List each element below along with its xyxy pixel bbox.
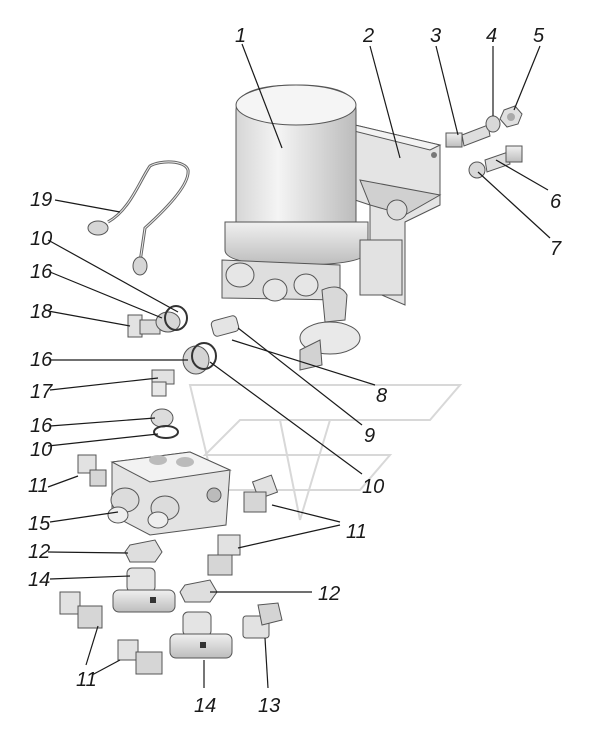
tee-14-bottom — [169, 611, 233, 659]
callout-10-bottom: 10 — [30, 439, 52, 461]
connector-9 — [210, 315, 240, 337]
bolt-3 — [445, 124, 491, 148]
callout-11-bottom: 11 — [76, 669, 97, 691]
callout-11-left: 11 — [28, 475, 49, 497]
callout-17: 17 — [30, 381, 53, 403]
callout-13: 13 — [258, 695, 280, 717]
callout-16-middle: 16 — [30, 349, 53, 371]
tee-14-top — [112, 567, 176, 613]
elbow-11-d — [59, 591, 103, 629]
callout-12-right: 12 — [318, 583, 340, 605]
elbow-11-b — [243, 474, 279, 513]
callout-19: 19 — [30, 189, 52, 211]
elbow-11-c — [207, 534, 241, 576]
callout-6: 6 — [550, 191, 562, 213]
callout-2: 2 — [362, 25, 374, 47]
threaded-fitting-13 — [242, 602, 283, 639]
valve-block-15 — [107, 451, 232, 536]
callout-4: 4 — [486, 25, 497, 47]
gasket-16-top — [155, 311, 181, 333]
elbow-11-e — [117, 639, 163, 675]
bolt-6 — [484, 145, 523, 173]
seal-10-bottom — [153, 425, 179, 439]
washer-4 — [485, 115, 501, 133]
callout-18: 18 — [30, 301, 52, 323]
elbow-11-a — [77, 454, 107, 487]
seal-10-middle — [191, 342, 217, 370]
callout-9: 9 — [364, 425, 375, 447]
callout-1: 1 — [235, 25, 246, 47]
watermark-logo — [188, 384, 463, 521]
callout-16-bottom: 16 — [30, 415, 53, 437]
nut-5 — [499, 105, 523, 128]
callout-labels: 1 2 3 4 5 6 7 8 9 10 10 10 11 11 11 12 1… — [28, 25, 562, 717]
air-dryer-cartridge — [221, 84, 403, 371]
callout-16-top: 16 — [30, 261, 53, 283]
callout-11-right: 11 — [346, 521, 367, 543]
callout-8: 8 — [376, 385, 387, 407]
callout-3: 3 — [430, 25, 441, 47]
callout-10-middle: 10 — [362, 476, 384, 498]
nut-12-top — [124, 539, 163, 563]
callout-15: 15 — [28, 513, 51, 535]
hose-19 — [87, 160, 190, 276]
callout-5: 5 — [533, 25, 545, 47]
seal-10-top — [164, 305, 188, 331]
callout-10-top: 10 — [30, 228, 52, 250]
leader-lines — [47, 43, 551, 689]
elbow-17 — [151, 369, 175, 397]
callout-12-left: 12 — [28, 541, 50, 563]
callout-14-bottom: 14 — [194, 695, 216, 717]
callout-7: 7 — [550, 238, 562, 260]
nut-12-bottom — [179, 579, 218, 603]
fitting-18 — [127, 314, 161, 338]
callout-14-left: 14 — [28, 569, 50, 591]
